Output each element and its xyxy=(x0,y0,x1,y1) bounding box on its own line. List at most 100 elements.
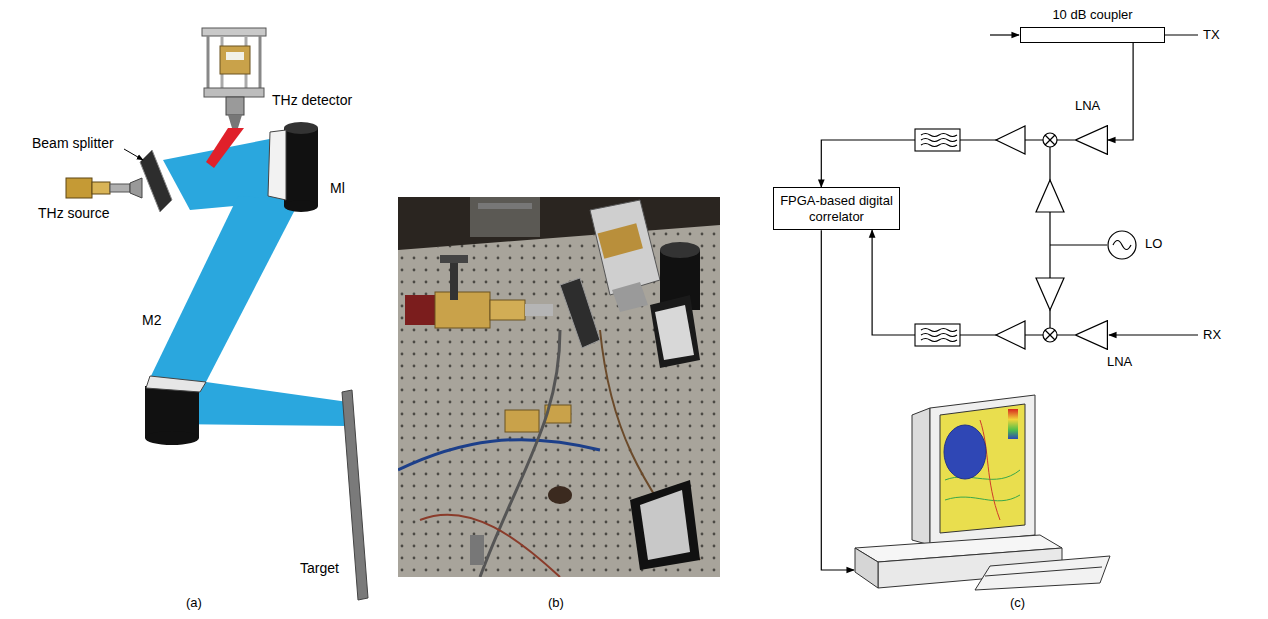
setup-photo xyxy=(450,260,458,300)
detector-beam xyxy=(206,128,244,168)
setup-photo xyxy=(525,304,553,316)
computer-icon xyxy=(1008,409,1018,439)
mixer-symbol xyxy=(1043,133,1057,147)
setup-photo xyxy=(505,410,539,432)
amplifier-symbol xyxy=(1036,278,1064,310)
mixer-symbol xyxy=(1045,135,1055,145)
thz-source xyxy=(130,178,142,198)
filter-symbol xyxy=(921,329,957,332)
part-label: Ml xyxy=(330,180,345,197)
amplifier-symbol xyxy=(1076,126,1108,155)
panel-label: (c) xyxy=(1010,595,1025,611)
setup-photo xyxy=(490,300,525,320)
computer-icon xyxy=(985,567,1102,576)
setup-photo xyxy=(405,295,435,325)
thz-detector xyxy=(207,36,210,92)
lna-amplifier: LNA xyxy=(1075,320,1108,350)
amplifier-symbol xyxy=(1075,125,1108,155)
setup-photo xyxy=(660,242,700,258)
setup-photo xyxy=(420,515,560,577)
thz-source xyxy=(92,182,110,194)
mixer-symbol xyxy=(1043,328,1057,342)
mirror-m1 xyxy=(284,122,318,134)
setup-photo xyxy=(440,255,468,263)
oscillator-symbol xyxy=(1107,230,1137,260)
amplifier-symbol xyxy=(996,126,1025,154)
setup-photo xyxy=(398,197,720,577)
beam-splitter xyxy=(140,150,172,212)
panel-label: (a) xyxy=(186,595,202,611)
setup-photo xyxy=(478,203,532,209)
filter-symbol xyxy=(921,339,957,342)
thz-source xyxy=(66,178,142,198)
signal-connector xyxy=(1108,43,1133,140)
box-text: FPGA-based digital correlator xyxy=(780,193,893,224)
filter-symbol xyxy=(921,144,957,147)
thz-source xyxy=(110,184,130,192)
setup-photo xyxy=(398,197,720,577)
thz-detector xyxy=(226,52,244,60)
beam-splitter xyxy=(124,149,143,160)
mirror-m2 xyxy=(146,376,206,392)
setup-photo xyxy=(598,223,643,258)
filter-symbol xyxy=(915,129,960,346)
amplifier-symbol xyxy=(996,126,1064,349)
mixer-symbol xyxy=(1045,330,1055,340)
lna-amplifier: LNA xyxy=(1075,125,1108,155)
thz-detector xyxy=(226,97,244,115)
thz-detector xyxy=(228,115,242,128)
setup-photo xyxy=(548,486,572,504)
oscillator-symbol xyxy=(1113,241,1131,250)
setup-photo xyxy=(600,330,700,560)
computer-icon xyxy=(855,395,1110,590)
setup-photo xyxy=(470,197,540,237)
setup-photo xyxy=(590,200,660,295)
part-label: Target xyxy=(300,560,339,577)
static-wire xyxy=(1165,34,1198,35)
mixer-symbol xyxy=(1045,135,1055,145)
thz-detector xyxy=(202,28,266,128)
mirror-m2 xyxy=(145,431,199,445)
setup-photo xyxy=(640,490,690,560)
node-label: LO xyxy=(1145,236,1162,252)
filter-symbol xyxy=(921,139,957,142)
setup-photo xyxy=(612,282,648,312)
mirror-m1 xyxy=(268,122,318,212)
mixer-symbol xyxy=(1045,330,1055,340)
computer-icon xyxy=(944,425,986,479)
part-label: Beam splitter xyxy=(32,135,114,152)
static-wire xyxy=(1050,244,1107,245)
mirror-m1 xyxy=(268,130,286,200)
target-plate xyxy=(342,390,368,600)
computer-icon xyxy=(912,408,930,545)
static-wire xyxy=(990,35,1198,335)
setup-photo xyxy=(398,440,600,470)
mirror-m2 xyxy=(145,376,206,445)
oscillator-symbol xyxy=(1108,231,1136,259)
detector-beam xyxy=(206,128,244,168)
setup-photo xyxy=(470,535,484,565)
computer-icon xyxy=(940,404,1025,533)
computer-icon xyxy=(930,395,1035,545)
computer-icon xyxy=(975,556,1110,590)
setup-photo xyxy=(655,305,694,360)
port-label: RX xyxy=(1203,327,1221,343)
mirror-m2 xyxy=(145,386,199,438)
filter-symbol xyxy=(915,324,960,346)
coupler-box: 10 dB coupler xyxy=(1020,27,1165,43)
computer-icon xyxy=(855,548,878,588)
setup-photo xyxy=(398,225,720,577)
mirror-m1 xyxy=(284,128,318,206)
amplifier-symbol xyxy=(1076,321,1108,350)
setup-photo xyxy=(650,295,700,368)
part-label: THz detector xyxy=(272,92,352,109)
local-oscillator: LO xyxy=(1107,230,1137,260)
static-wire xyxy=(990,34,1019,35)
thz-detector xyxy=(220,46,250,74)
thz-detector xyxy=(259,36,262,92)
port-label: TX xyxy=(1203,27,1220,43)
